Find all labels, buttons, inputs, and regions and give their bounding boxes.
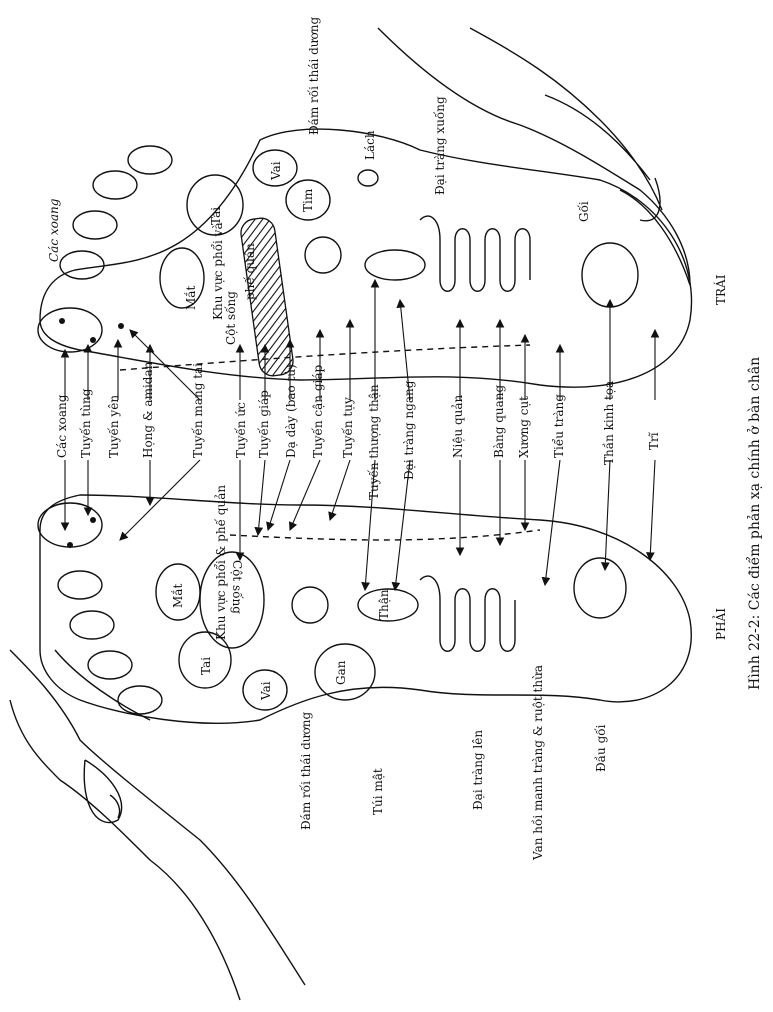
label-xuong-cut: Xương cụt: [517, 396, 531, 458]
toe: [37, 502, 103, 548]
sciatic-bottom: [573, 557, 627, 619]
label-vai-bottom: Vai: [259, 681, 273, 700]
label-bang-quang: Bàng quang: [492, 384, 506, 458]
label-van-hoi-manh: Van hồi manh tràng & ruột thừa: [531, 665, 545, 860]
toe: [87, 650, 133, 680]
label-dai-trang-len: Đại tràng lên: [471, 729, 485, 810]
label-dam-roi-bottom: Đám rối thái dương: [299, 711, 313, 830]
label-mat-top: Mắt: [184, 285, 198, 310]
toe: [59, 250, 105, 280]
kidney-top: [364, 249, 426, 281]
liver: [314, 643, 376, 701]
label-tai-bottom: Tai: [199, 656, 213, 675]
label-gan: Gan: [334, 660, 348, 685]
label-tuyen-yen: Tuyến yên: [107, 394, 121, 458]
label-phai: PHẢI: [714, 608, 728, 640]
label-trai: TRÁI: [714, 274, 728, 305]
sciatic-top: [581, 242, 639, 308]
toe: [127, 145, 173, 175]
left-foot-outline: [39, 128, 693, 388]
kidney-bottom: [357, 588, 419, 622]
label-da-day: Dạ dày (bao tử): [284, 364, 298, 458]
label-dau-goi: Đầu gối: [594, 724, 608, 772]
label-tuyen-thuong-than: Tuyến thượng thận: [367, 384, 381, 500]
label-goi-top: Gối: [577, 201, 591, 222]
label-tieu-trang: Tiểu tràng: [552, 394, 566, 458]
label-dai-trang-ngang: Đại tràng ngang: [402, 380, 416, 480]
label-tri: Trĩ: [647, 432, 661, 450]
label-mat-bottom: Mắt: [171, 583, 185, 608]
label-tuyen-mang-tai: Tuyến mang tai: [191, 362, 205, 458]
spine-line-bottom: [229, 529, 541, 541]
lung-zone: [240, 217, 294, 377]
heart-zone: [285, 179, 331, 221]
figure-caption: Hình 22-2: Các điểm phản xạ chính ở bàn …: [747, 356, 763, 690]
solar-plexus-top: [304, 236, 342, 274]
shoulder-zone-bottom: [242, 669, 288, 711]
label-nieu-quan: Niệu quản: [451, 394, 465, 458]
label-cac-xoang: Các xoang: [55, 394, 69, 458]
label-tui-mat: Túi mật: [371, 768, 385, 815]
label-tuyen-can-giap: Tuyến cận giáp: [311, 364, 325, 458]
lung-zone-bottom: [199, 551, 265, 649]
shoulder-zone: [252, 149, 298, 187]
right-foot-outline: [39, 494, 692, 724]
toe: [72, 210, 118, 240]
label-hong-amidan: Họng & amidan: [141, 361, 155, 458]
eye-zone: [159, 247, 205, 309]
label-vai-top: Vai: [269, 161, 283, 180]
hand-bottom-left: [9, 649, 306, 1001]
spine-line-top: [119, 344, 531, 371]
hand-top-right: [377, 27, 691, 286]
label-cac-xoang-top: Các xoang: [47, 198, 61, 262]
spleen: [357, 169, 379, 187]
label-tuyen-tung: Tuyến tùng: [79, 388, 93, 458]
small-intestine-bottom: [419, 575, 516, 652]
small-intestine-top: [419, 215, 531, 292]
label-cot-song-top: Cột sống: [224, 291, 238, 345]
label-cot-song-bottom: Cột sống: [230, 560, 244, 614]
toe: [117, 685, 163, 715]
ear-zone: [186, 174, 244, 236]
label-phe-quan-top: phế quản: [243, 243, 257, 300]
label-than-kinh-toa: Thần kinh tọa: [602, 380, 616, 465]
label-dam-roi-top: Đám rối thái dương: [307, 16, 321, 135]
label-than: Thận: [377, 589, 391, 620]
label-tim: Tim: [301, 188, 315, 212]
label-khu-vuc-phoi-top: Khu vực phổi và: [211, 222, 225, 320]
label-tuyen-tuy: Tuyến tụy: [341, 397, 355, 458]
solar-plexus-bottom: [291, 586, 329, 624]
toe: [57, 570, 103, 600]
label-tuyen-uc: Tuyến ức: [234, 402, 248, 458]
toe: [69, 610, 115, 640]
toe: [37, 307, 103, 353]
label-lach: Lách: [363, 130, 377, 160]
label-khu-vuc-phoi-bottom: Khu vực phổi & phế quản: [214, 484, 228, 640]
label-dai-trang-xuong: Đại tràng xuống: [433, 96, 447, 195]
ear-zone-bottom: [178, 631, 232, 689]
toe: [92, 170, 138, 200]
label-tuyen-giap: Tuyến giáp: [257, 390, 271, 458]
